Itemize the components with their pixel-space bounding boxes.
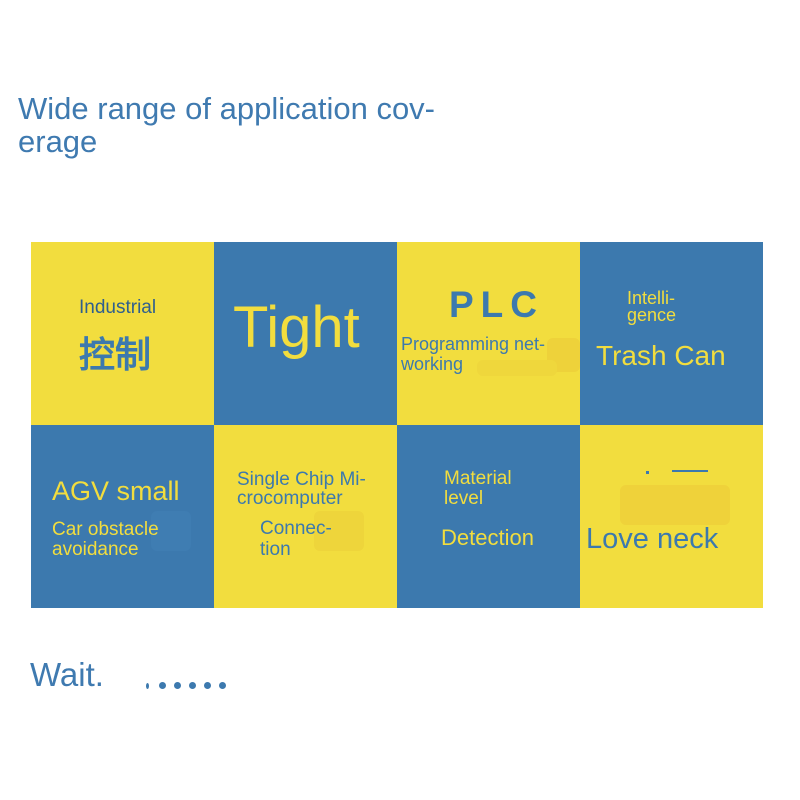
tile-agv-blur — [151, 511, 191, 551]
tile-plc-networking: PLC Programming net- working — [397, 242, 580, 425]
tile-single-chip-microcomputer: Single Chip Mi- crocomputer Connec- tion — [214, 425, 397, 608]
application-grid: Industrial 控制 Tight PLC Programming net-… — [31, 242, 763, 608]
dot-3 — [174, 682, 181, 689]
dot-4 — [189, 682, 196, 689]
tile-plc-label-2: working — [401, 354, 464, 374]
tile-trash-label-1: Intelli- — [627, 288, 676, 308]
tile-love-neck: Love neck — [580, 425, 763, 608]
tile-plc-label-1: Programming net- — [401, 334, 546, 354]
tile-love-blur — [620, 485, 730, 525]
tile-mcu-label-2: crocomputer — [237, 488, 343, 509]
tile-mcu-label-1: Single Chip Mi- — [237, 469, 366, 490]
section-heading: Wide range of application cov- erage — [18, 92, 488, 158]
dot-1 — [146, 683, 149, 689]
tile-love-title: Love neck — [586, 523, 719, 555]
tile-mcu-sub-2: tion — [260, 539, 291, 560]
tile-material-level-detection: Material level Detection — [397, 425, 580, 608]
tile-industrial-title: 控制 — [79, 334, 152, 375]
dot-5 — [204, 682, 211, 689]
tile-material-label-1: Material — [444, 468, 512, 489]
tile-mcu-sub-1: Connec- — [260, 518, 332, 539]
heading-line-1: Wide range of application cov- — [18, 91, 436, 126]
dot-2 — [159, 682, 166, 689]
tile-industrial-control: Industrial 控制 — [31, 242, 214, 425]
tile-agv-label-2: avoidance — [52, 539, 139, 560]
footer-wait-text: Wait. — [30, 656, 104, 693]
heading-line-2: erage — [18, 124, 98, 159]
dot-6 — [219, 682, 226, 689]
tile-plc-title: PLC — [449, 284, 544, 325]
tile-agv-small-car: AGV small Car obstacle avoidance — [31, 425, 214, 608]
tile-agv-label-1: Car obstacle — [52, 519, 159, 540]
tile-material-label-2: level — [444, 488, 484, 509]
tile-material-title: Detection — [441, 525, 534, 550]
tile-tight: Tight — [214, 242, 397, 425]
tile-mcu-blur — [314, 511, 364, 551]
tile-love-dash — [672, 470, 708, 472]
tile-trash-title: Trash Can — [596, 340, 726, 371]
tile-agv-title: AGV small — [52, 476, 180, 506]
tile-intelligent-trash-can: Intelli- gence Trash Can — [580, 242, 763, 425]
tile-tight-title: Tight — [233, 295, 360, 360]
tile-plc-blur-2 — [477, 360, 557, 376]
tile-trash-label-2: gence — [627, 305, 677, 325]
tile-love-speck — [646, 471, 649, 474]
tile-industrial-label: Industrial — [79, 297, 157, 318]
